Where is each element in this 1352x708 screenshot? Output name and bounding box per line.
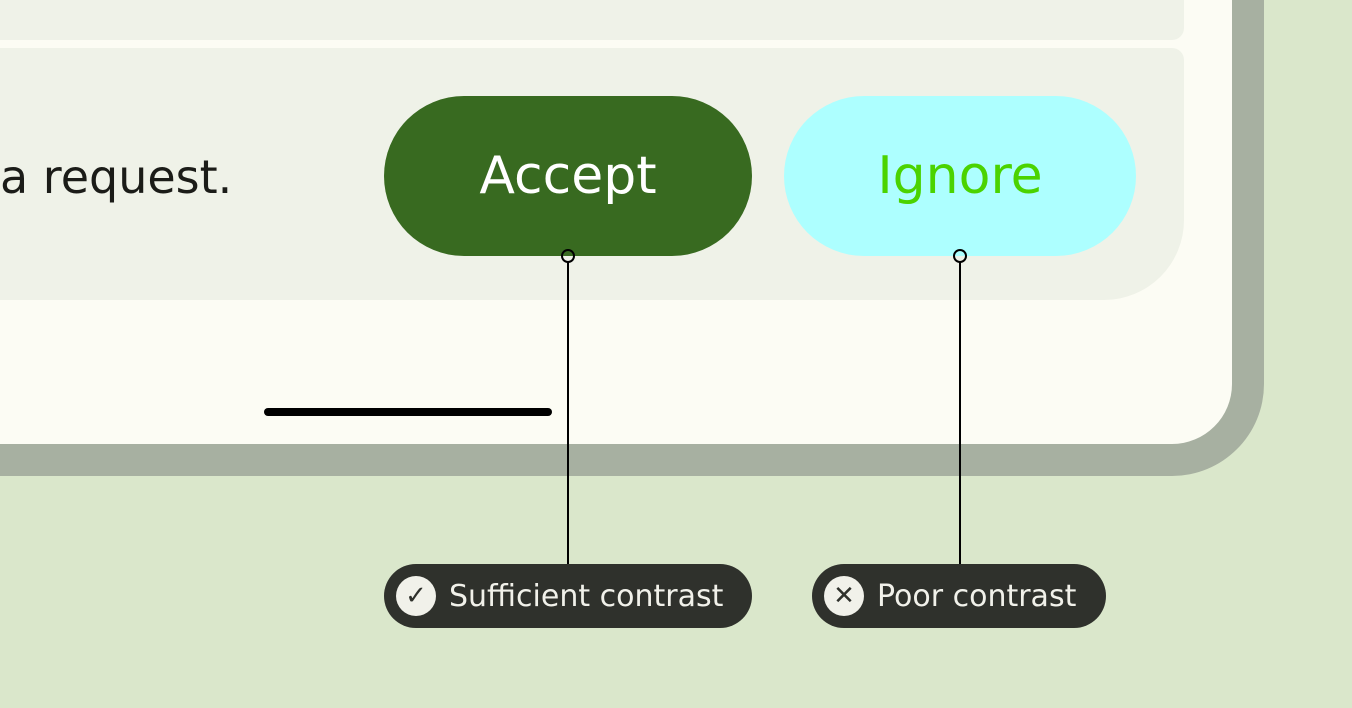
callout-line-ignore <box>959 262 961 564</box>
request-message: a request. <box>0 150 233 204</box>
annotation-text: Sufficient contrast <box>449 578 724 614</box>
callout-dot-ignore <box>953 249 967 263</box>
callout-line-accept <box>567 262 569 564</box>
sufficient-contrast-label: ✓ Sufficient contrast <box>384 564 752 628</box>
ignore-button[interactable]: Ignore <box>784 96 1136 256</box>
check-icon: ✓ <box>396 576 436 616</box>
card-top <box>0 0 1184 40</box>
poor-contrast-label: ✕ Poor contrast <box>812 564 1106 628</box>
accept-button[interactable]: Accept <box>384 96 752 256</box>
callout-dot-accept <box>561 249 575 263</box>
annotation-text: Poor contrast <box>877 578 1077 614</box>
close-icon: ✕ <box>824 576 864 616</box>
gesture-handle[interactable] <box>264 408 552 416</box>
